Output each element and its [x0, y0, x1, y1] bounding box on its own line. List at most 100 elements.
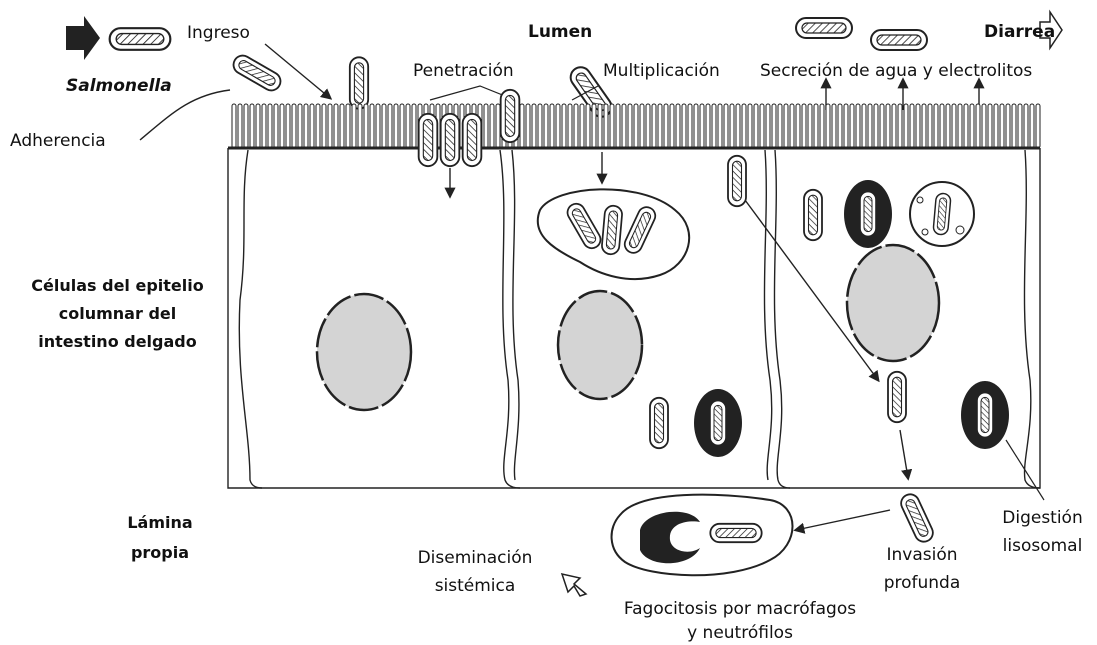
microvillus	[652, 104, 656, 148]
label-digestion-line2: lisosomal	[990, 532, 1095, 560]
microvillus	[988, 104, 992, 148]
label-celulas-line1: Células del epitelio	[10, 272, 225, 300]
microvillus	[580, 104, 584, 148]
macrophage	[612, 495, 793, 576]
microvillus	[310, 104, 314, 148]
microvillus	[796, 104, 800, 148]
microvillus	[250, 104, 254, 148]
label-celulas-line2: columnar del	[10, 300, 225, 328]
microvillus	[526, 104, 530, 148]
microvillus	[322, 104, 326, 148]
microvillus	[316, 104, 320, 148]
microvillus	[916, 104, 920, 148]
microvillus	[232, 104, 236, 148]
microvillus	[760, 104, 764, 148]
microvillus	[856, 104, 860, 148]
bacterium-adhering	[230, 52, 284, 94]
microvillus	[706, 104, 710, 148]
microvillus	[376, 104, 380, 148]
microvillus	[850, 104, 854, 148]
microvillus	[922, 104, 926, 148]
label-invasion-line1: Invasión	[872, 541, 972, 569]
label-secrecion: Secreción de agua y electrolitos	[760, 61, 1032, 81]
bacterium-deep-invasion	[888, 372, 906, 422]
microvillus	[1018, 104, 1022, 148]
microvillus	[808, 104, 812, 148]
microvillus	[688, 104, 692, 148]
microvillus	[1012, 104, 1016, 148]
bacterium-penetrating-2	[441, 114, 460, 166]
bacterium-invading	[728, 156, 746, 206]
microvillus	[754, 104, 758, 148]
microvillus	[874, 104, 878, 148]
microvillus	[574, 104, 578, 148]
label-ingreso: Ingreso	[187, 23, 250, 43]
label-salmonella: Salmonella	[66, 76, 172, 96]
digestion-pointer	[1006, 440, 1044, 500]
microvillus	[772, 104, 776, 148]
microvillus	[832, 104, 836, 148]
nucleus-right	[847, 245, 939, 361]
microvillus	[940, 104, 944, 148]
microvillus	[958, 104, 962, 148]
microvillus	[790, 104, 794, 148]
microvillus	[736, 104, 740, 148]
microvillus	[244, 104, 248, 148]
microvillus	[616, 104, 620, 148]
microvillus	[802, 104, 806, 148]
microvillus	[280, 104, 284, 148]
label-lamina-line2: propia	[110, 538, 210, 568]
deep-invasion-arrow	[900, 430, 908, 478]
microvillus	[286, 104, 290, 148]
microvillus	[886, 104, 890, 148]
phagolysosome-1	[844, 180, 892, 248]
label-lumen: Lumen	[528, 22, 592, 42]
label-invasion: Invasión profunda	[872, 541, 972, 597]
microvillus	[844, 104, 848, 148]
microvillus	[484, 104, 488, 148]
phagocytosis-arrow	[796, 510, 890, 530]
microvillus	[298, 104, 302, 148]
microvillus	[400, 104, 404, 148]
microvillus	[934, 104, 938, 148]
microvillus	[952, 104, 956, 148]
microvillus	[634, 104, 638, 148]
microvillus	[646, 104, 650, 148]
microvillus	[340, 104, 344, 148]
bacterium-vacuole-2	[601, 205, 622, 255]
bacterium-ingress	[350, 57, 368, 108]
microvillus	[712, 104, 716, 148]
microvillus	[532, 104, 536, 148]
microvillus	[778, 104, 782, 148]
bacterium-middle-lower-1	[650, 398, 668, 448]
phagolysosome-3	[961, 381, 1009, 449]
microvillus	[490, 104, 494, 148]
label-fagocitosis: Fagocitosis por macrófagos y neutrófilos	[590, 597, 890, 645]
microvillus	[694, 104, 698, 148]
microvillus	[1000, 104, 1004, 148]
microvillus	[274, 104, 278, 148]
label-fagocitosis-line2: y neutrófilos	[590, 621, 890, 645]
lysosomal-vacuole	[910, 182, 974, 246]
microvillus	[658, 104, 662, 148]
label-adherencia: Adherencia	[10, 131, 106, 151]
microvillus	[364, 104, 368, 148]
microvillus	[334, 104, 338, 148]
microvillus	[880, 104, 884, 148]
microvillus	[520, 104, 524, 148]
microvillus	[1006, 104, 1010, 148]
microvillus	[676, 104, 680, 148]
label-invasion-line2: profunda	[872, 569, 972, 597]
microvillus	[358, 104, 362, 148]
salmonella-entry-arrow-icon	[66, 16, 100, 60]
microvillus	[628, 104, 632, 148]
microvillus	[892, 104, 896, 148]
microvillus	[784, 104, 788, 148]
microvillus	[256, 104, 260, 148]
bacterium-penetrating-4	[501, 90, 520, 142]
microvillus	[622, 104, 626, 148]
microvillus	[700, 104, 704, 148]
microvillus	[964, 104, 968, 148]
microvillus	[562, 104, 566, 148]
phagolysosome-2	[694, 389, 742, 457]
